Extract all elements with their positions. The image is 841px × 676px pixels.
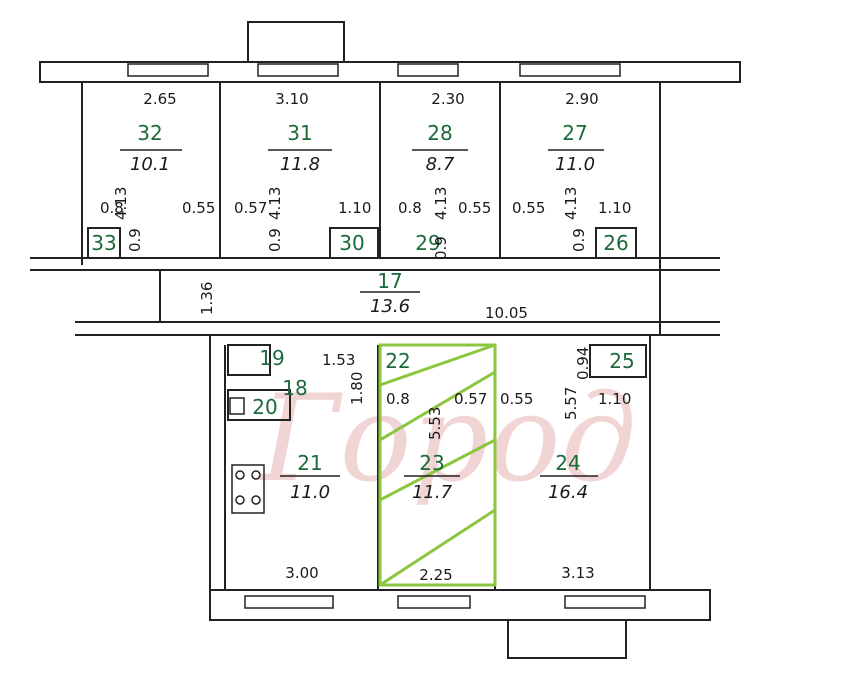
dim-label: 2.65 (143, 90, 176, 108)
room-area-24: 16.4 (548, 482, 588, 503)
dim-label: 3.00 (285, 564, 318, 582)
dim-label: 0.57 (234, 199, 267, 217)
dim-label: 0.55 (500, 390, 533, 408)
watermark: Город (258, 370, 637, 509)
room-number-26: 26 (603, 231, 628, 255)
room-number-24: 24 (555, 451, 580, 475)
dim-label: 3.13 (561, 564, 594, 582)
room-number-25: 25 (609, 349, 634, 373)
dim-label: 3.10 (275, 90, 308, 108)
room-area-32: 10.1 (130, 154, 170, 175)
dim-label: 4.13 (266, 187, 284, 220)
highlight-room-23 (378, 343, 497, 587)
room-area-21: 11.0 (290, 482, 330, 503)
room-number-30: 30 (339, 231, 364, 255)
dim-label: 4.13 (562, 187, 580, 220)
dim-label: 1.10 (598, 199, 631, 217)
room-area-17: 13.6 (370, 296, 410, 317)
dimension-labels: 2.65 3.10 2.30 2.90 0.8 4.13 0.9 0.55 0.… (100, 90, 631, 584)
dim-label: 2.25 (419, 566, 452, 584)
room-number-21: 21 (297, 451, 322, 475)
room-area-27: 11.0 (555, 154, 595, 175)
room-number-28: 28 (427, 121, 452, 145)
room-number-31: 31 (287, 121, 312, 145)
dim-label: 0.55 (458, 199, 491, 217)
room-number-23: 23 (419, 451, 444, 475)
kitchen-fixtures (229, 397, 265, 514)
dim-label: 0.55 (512, 199, 545, 217)
room-number-32: 32 (137, 121, 162, 145)
dim-label: 0.9 (266, 228, 284, 252)
dim-label: 4.13 (112, 187, 130, 220)
dim-label: 0.8 (100, 199, 124, 217)
windows (127, 63, 646, 609)
dim-label: 2.90 (565, 90, 598, 108)
dim-label: 10.05 (485, 304, 528, 322)
walls (30, 21, 741, 659)
room-number-22: 22 (385, 349, 410, 373)
dim-label: 0.9 (432, 236, 450, 260)
dim-label: 1.53 (322, 351, 355, 369)
dim-label: 0.8 (386, 390, 410, 408)
room-area-28: 8.7 (426, 154, 455, 175)
dim-label: 1.10 (338, 199, 371, 217)
dim-label: 5.53 (426, 407, 444, 440)
dim-label: 0.94 (574, 347, 592, 380)
dim-label: 0.9 (126, 228, 144, 252)
dim-label: 2.30 (431, 90, 464, 108)
dim-label: 1.80 (348, 372, 366, 405)
room-number-17: 17 (377, 269, 402, 293)
room-number-33: 33 (91, 231, 116, 255)
room-number-29: 29 (415, 231, 440, 255)
dim-label: 0.9 (570, 228, 588, 252)
room-number-18: 18 (282, 376, 307, 400)
room-number-19: 19 (259, 346, 284, 370)
dim-label: 4.13 (432, 187, 450, 220)
dim-label: 1.36 (198, 282, 216, 315)
dim-label: 1.10 (598, 390, 631, 408)
dim-label: 0.55 (182, 199, 215, 217)
room-areas: 10.1 11.8 8.7 11.0 13.6 11.0 11.7 16.4 (120, 149, 604, 503)
room-area-31: 11.8 (280, 154, 320, 175)
room-number-27: 27 (562, 121, 587, 145)
room-area-23: 11.7 (412, 482, 453, 503)
dim-label: 5.57 (562, 387, 580, 420)
dim-label: 0.8 (398, 199, 422, 217)
dim-label: 0.57 (454, 390, 487, 408)
room-numbers: 32 31 28 27 33 30 29 26 17 19 18 20 21 2… (91, 121, 634, 475)
room-number-20: 20 (252, 395, 277, 419)
